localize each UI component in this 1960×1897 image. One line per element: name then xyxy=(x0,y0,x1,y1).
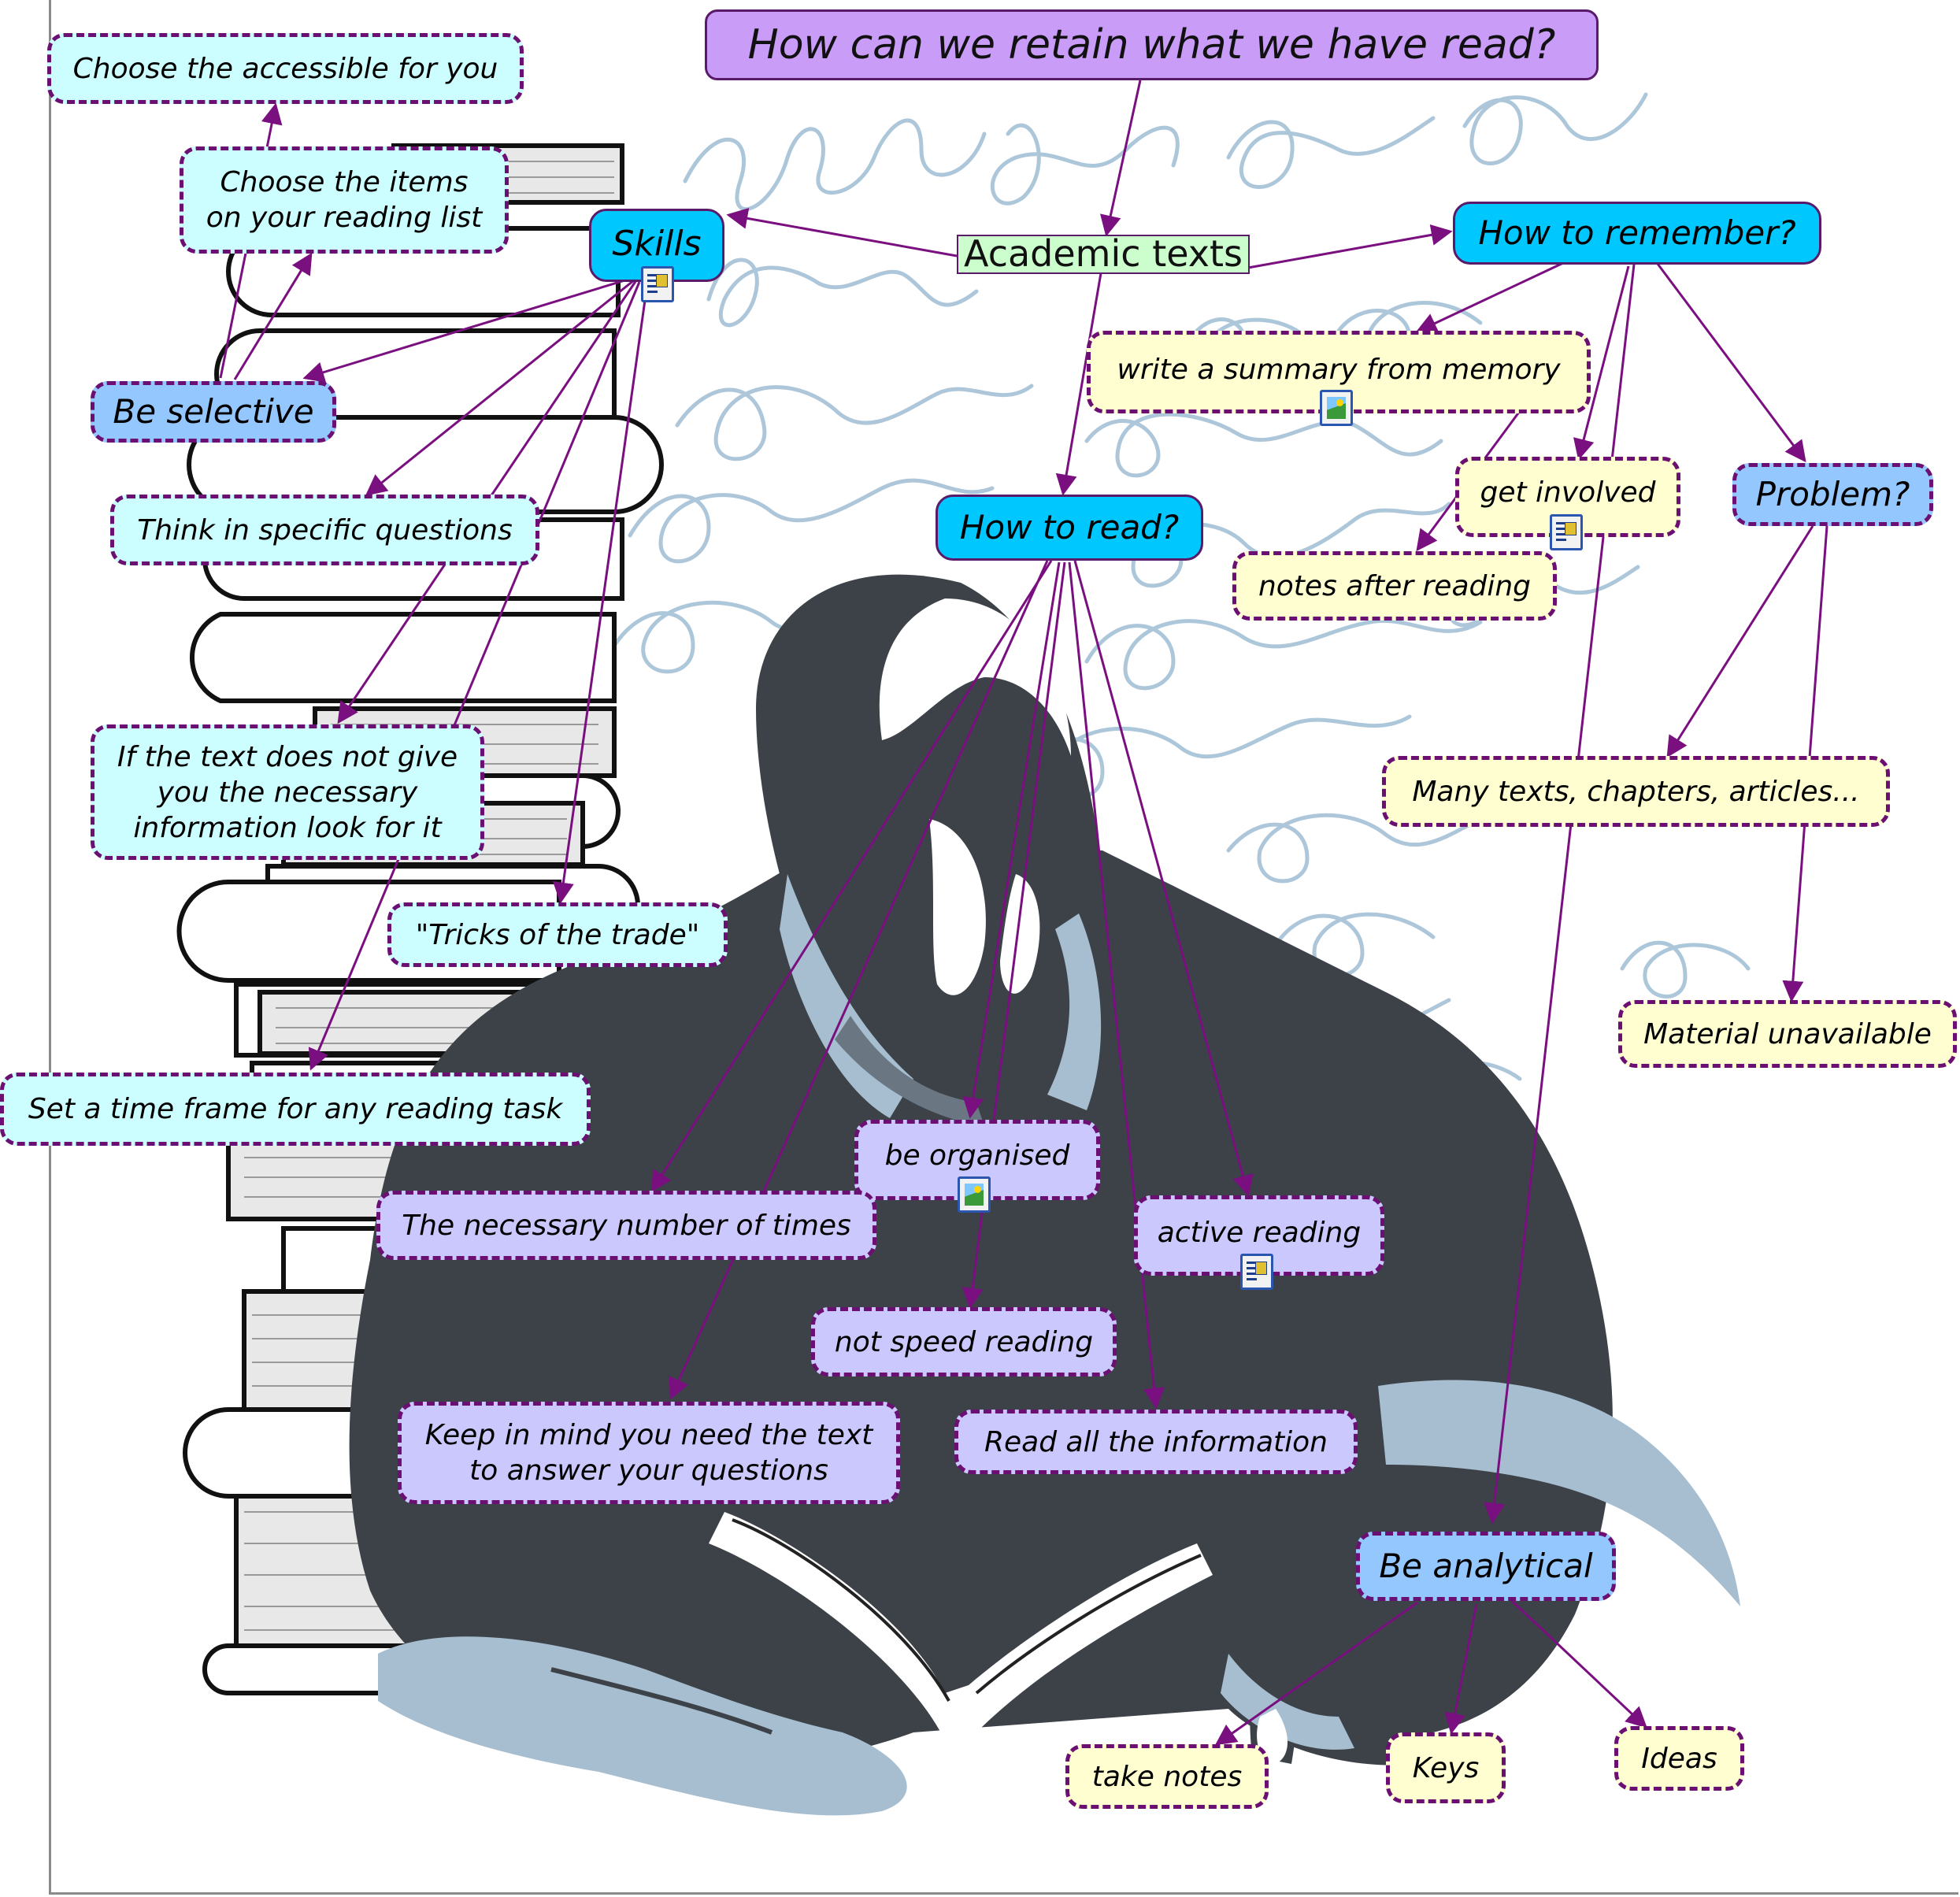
notes-after-text: notes after reading xyxy=(1258,569,1532,602)
be-selective-text: Be selective xyxy=(113,391,314,431)
many-texts-text: Many texts, chapters, articles... xyxy=(1412,775,1860,808)
look-for-it-text: If the text does not give you the necess… xyxy=(117,740,458,844)
material-unavailable-text: Material unavailable xyxy=(1643,1017,1932,1050)
be-analytical-node[interactable]: Be analytical xyxy=(1356,1532,1616,1601)
choose-items-text: Choose the items on your reading list xyxy=(206,166,483,234)
take-notes-node[interactable]: take notes xyxy=(1065,1744,1269,1809)
not-speed-reading-node[interactable]: not speed reading xyxy=(811,1307,1117,1376)
academic-texts-text: Academic texts xyxy=(964,232,1243,276)
link-read-number xyxy=(650,560,1053,1193)
document-icon[interactable] xyxy=(1550,514,1583,550)
be-selective-node[interactable]: Be selective xyxy=(91,381,336,443)
be-organised-text: be organised xyxy=(884,1139,1070,1172)
title-node[interactable]: How can we retain what we have read? xyxy=(705,9,1599,80)
keys-text: Keys xyxy=(1412,1751,1480,1784)
not-speed-reading-text: not speed reading xyxy=(834,1325,1094,1358)
link-remember-analytical xyxy=(1484,264,1636,1525)
keep-in-mind-node[interactable]: Keep in mind you need the text to answer… xyxy=(398,1402,900,1504)
link-selective-items xyxy=(233,252,313,380)
link-read-active xyxy=(1073,560,1254,1197)
problem-text: Problem? xyxy=(1755,474,1910,513)
image-icon[interactable] xyxy=(958,1176,991,1213)
keys-node[interactable]: Keys xyxy=(1386,1732,1506,1803)
link-skills-questions xyxy=(365,279,635,496)
link-title-center xyxy=(1100,80,1142,237)
ideas-text: Ideas xyxy=(1641,1742,1717,1775)
read-all-text: Read all the information xyxy=(984,1425,1328,1458)
link-skills-tricks xyxy=(553,283,649,904)
document-icon[interactable] xyxy=(641,266,674,302)
link-analytical-takenotes xyxy=(1214,1601,1418,1746)
how-to-remember-text: How to remember? xyxy=(1478,213,1796,252)
link-skills-timeframe xyxy=(308,281,641,1071)
look-for-it-node[interactable]: If the text does not give you the necess… xyxy=(91,724,484,860)
link-remember-summary xyxy=(1415,261,1564,333)
number-of-times-node[interactable]: The necessary number of times xyxy=(376,1191,876,1260)
get-involved-node[interactable]: get involved xyxy=(1455,457,1680,537)
time-frame-text: Set a time frame for any reading task xyxy=(28,1093,563,1125)
document-icon[interactable] xyxy=(1240,1254,1273,1290)
how-to-remember-node[interactable]: How to remember? xyxy=(1453,202,1821,265)
choose-accessible-node[interactable]: Choose the accessible for you xyxy=(47,33,524,104)
summary-text: write a summary from memory xyxy=(1117,354,1561,386)
how-to-read-text: How to read? xyxy=(959,507,1180,546)
link-analytical-keys xyxy=(1444,1603,1478,1735)
problem-node[interactable]: Problem? xyxy=(1732,463,1933,526)
be-analytical-text: Be analytical xyxy=(1379,1546,1593,1585)
keep-in-mind-text: Keep in mind you need the text to answer… xyxy=(424,1419,873,1487)
how-to-read-node[interactable]: How to read? xyxy=(936,495,1203,561)
time-frame-node[interactable]: Set a time frame for any reading task xyxy=(0,1073,591,1146)
link-read-readall xyxy=(1068,561,1165,1410)
number-of-times-text: The necessary number of times xyxy=(402,1209,851,1242)
many-texts-node[interactable]: Many texts, chapters, articles... xyxy=(1382,756,1890,827)
read-all-node[interactable]: Read all the information xyxy=(954,1410,1358,1474)
specific-questions-text: Think in specific questions xyxy=(137,513,513,546)
skills-text: Skills xyxy=(612,224,702,264)
ideas-node[interactable]: Ideas xyxy=(1614,1726,1744,1791)
link-skills-selective xyxy=(302,277,631,383)
link-center-skills xyxy=(726,208,958,258)
academic-texts-node[interactable]: Academic texts xyxy=(957,232,1250,276)
link-problem-many xyxy=(1666,525,1814,758)
notes-after-node[interactable]: notes after reading xyxy=(1232,551,1557,621)
link-read-keep xyxy=(669,560,1049,1400)
choose-items-node[interactable]: Choose the items on your reading list xyxy=(180,146,509,254)
title-text: How can we retain what we have read? xyxy=(747,20,1556,69)
take-notes-text: take notes xyxy=(1091,1760,1243,1793)
choose-accessible-text: Choose the accessible for you xyxy=(72,52,498,85)
image-icon[interactable] xyxy=(1320,390,1353,426)
link-center-read xyxy=(1055,272,1102,496)
specific-questions-node[interactable]: Think in specific questions xyxy=(110,495,539,565)
summary-node[interactable]: write a summary from memory xyxy=(1087,331,1591,413)
link-analytical-ideas xyxy=(1510,1599,1647,1728)
link-read-organised xyxy=(962,561,1061,1119)
material-unavailable-node[interactable]: Material unavailable xyxy=(1618,1000,1957,1068)
link-center-remember xyxy=(1247,224,1453,269)
tricks-node[interactable]: "Tricks of the trade" xyxy=(387,902,728,967)
get-involved-text: get involved xyxy=(1480,476,1656,509)
map-frame xyxy=(49,0,1958,1895)
tricks-text: "Tricks of the trade" xyxy=(415,918,700,951)
link-remember-involved xyxy=(1573,265,1630,461)
link-remember-problem xyxy=(1656,263,1806,463)
active-reading-text: active reading xyxy=(1157,1217,1362,1249)
